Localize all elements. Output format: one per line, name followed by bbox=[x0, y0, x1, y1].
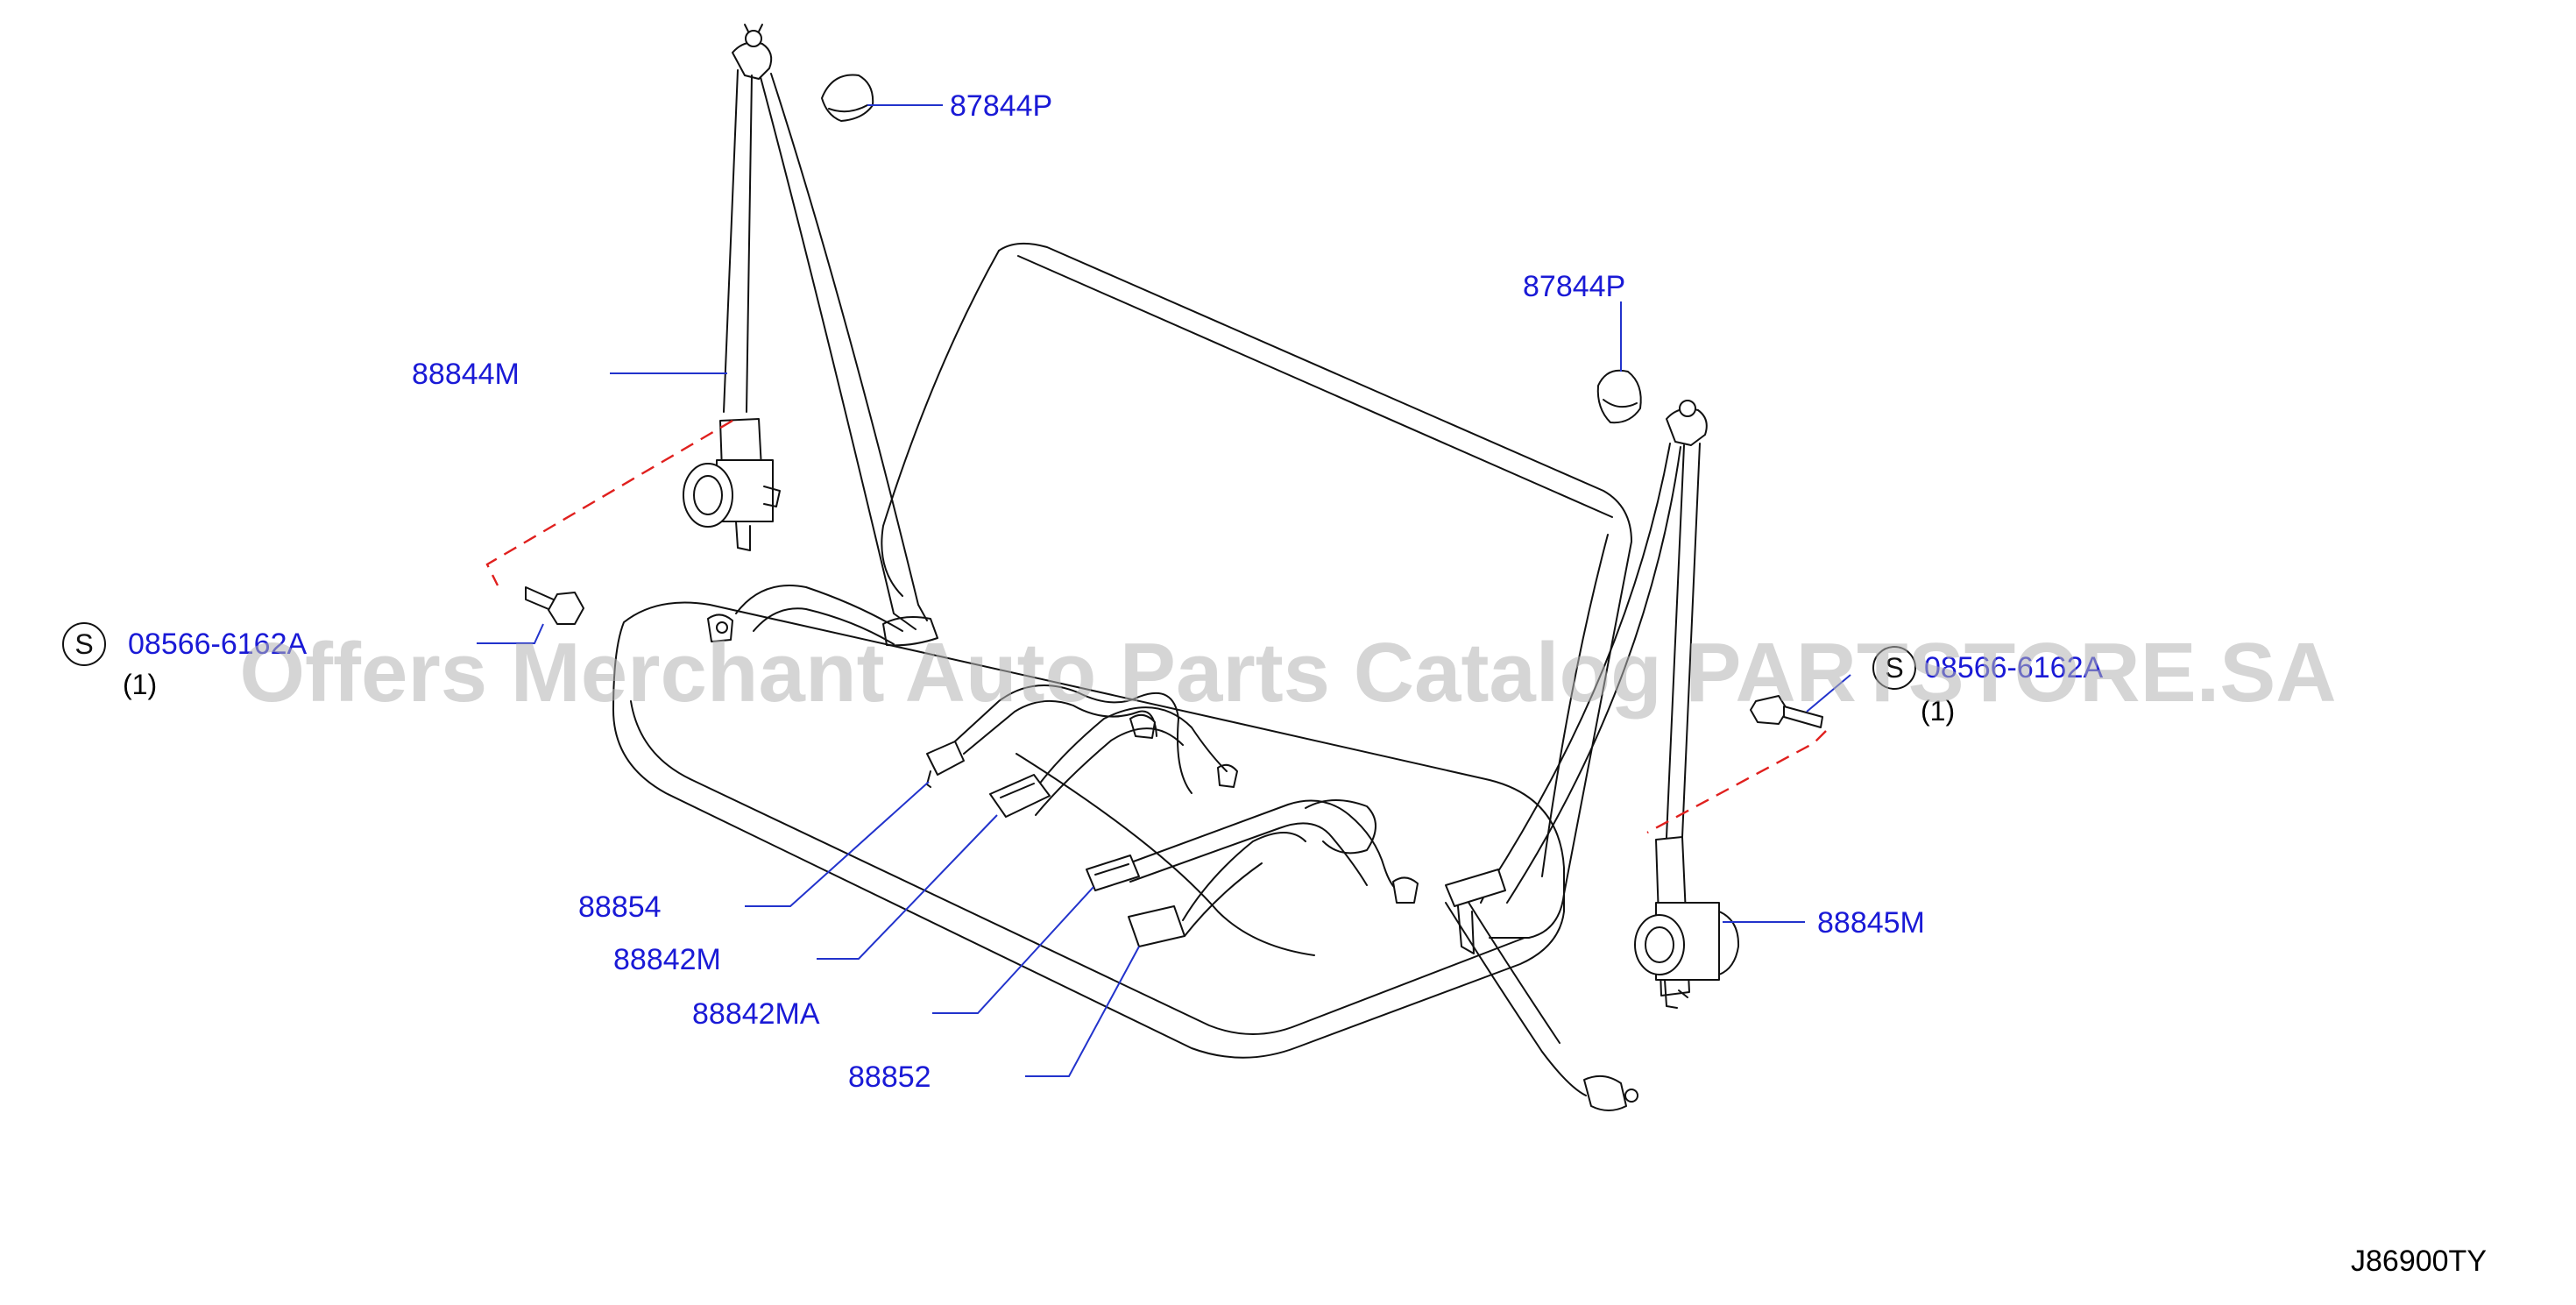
right-trim-cap-rim bbox=[1603, 399, 1638, 408]
left-trim-cap bbox=[821, 74, 874, 122]
part-label-cap-right[interactable]: 87844P bbox=[1523, 270, 1625, 303]
part-label-belt-left[interactable]: 88844M bbox=[412, 358, 520, 391]
left-mount-bolt bbox=[525, 586, 584, 625]
part-label-buckle-88842m[interactable]: 88842M bbox=[613, 943, 721, 976]
part-label-buckle-88842ma[interactable]: 88842MA bbox=[692, 997, 820, 1031]
seat-back-crease bbox=[1541, 534, 1609, 877]
right-trim-cap bbox=[1596, 369, 1642, 424]
right-retractor-spool-inner bbox=[1645, 926, 1674, 963]
right-guide-bracket bbox=[1457, 905, 1475, 954]
left-webbing-strap-a bbox=[723, 69, 753, 413]
leader-88854 bbox=[745, 781, 930, 907]
seat-back-outline bbox=[998, 242, 1632, 939]
buckle-88842ma-loop bbox=[1305, 798, 1376, 855]
buckle-88842ma-end bbox=[1392, 876, 1419, 904]
center-belt-straps bbox=[707, 585, 1419, 947]
seat-back-left-edge bbox=[881, 250, 1000, 597]
diagram-reference-code: J86900TY bbox=[2351, 1245, 2487, 1278]
left-upper-anchor bbox=[732, 41, 773, 80]
right-lower-anchor-bolt bbox=[1624, 1089, 1638, 1103]
buckle-88842ma-slot bbox=[1094, 863, 1129, 876]
center-buckle-anchor-right bbox=[1217, 763, 1238, 788]
right-seat-belt-assembly bbox=[1445, 400, 1740, 1111]
part-label-bolt-right[interactable]: 08566-6162A bbox=[1924, 651, 2104, 684]
special-part-symbol-left: S bbox=[62, 622, 106, 666]
qty-label-bolt-right: (1) bbox=[1921, 695, 1955, 727]
center-buckle-strap bbox=[945, 684, 1192, 794]
buckle-88842ma-strap bbox=[1121, 799, 1407, 895]
tongue-88854-tip bbox=[926, 770, 931, 788]
right-webbing-strap-a bbox=[1664, 443, 1701, 877]
s-symbol-letter-right: S bbox=[1885, 652, 1903, 684]
right-lower-anchor bbox=[1583, 1074, 1627, 1111]
buckle-88842ma bbox=[1086, 855, 1140, 891]
leader-88842m bbox=[817, 814, 998, 960]
left-anchor-bolt-head bbox=[745, 30, 762, 47]
right-retractor-spool bbox=[1634, 914, 1685, 975]
part-label-belt-right[interactable]: 88845M bbox=[1817, 906, 1925, 940]
seat-cushion-outline bbox=[612, 601, 1565, 1059]
rear-seat-drawing bbox=[612, 242, 1632, 1059]
left-anchor-bolt-shaft bbox=[744, 24, 763, 32]
left-retractor-mount bbox=[735, 486, 781, 551]
left-webbing-strap-b bbox=[760, 73, 928, 630]
left-buckle-anchor bbox=[707, 613, 733, 642]
right-retractor-mount bbox=[1664, 911, 1740, 1009]
right-guide-plate bbox=[1445, 869, 1506, 907]
right-webbing-strap-b bbox=[1480, 443, 1681, 904]
s-symbol-letter-left: S bbox=[74, 628, 93, 660]
buckle-88852-strap bbox=[1182, 832, 1306, 937]
tongue-88854 bbox=[926, 741, 965, 776]
right-mount-bolt bbox=[1750, 695, 1823, 728]
buckle-88842m bbox=[989, 774, 1051, 818]
part-label-buckle-88852[interactable]: 88852 bbox=[848, 1060, 931, 1094]
qty-label-bolt-left: (1) bbox=[123, 669, 157, 700]
part-label-bolt-left[interactable]: 08566-6162A bbox=[128, 628, 308, 661]
left-buckle-strap bbox=[735, 585, 903, 645]
left-retractor-spool-inner bbox=[693, 475, 723, 515]
s-symbol-circle-left bbox=[62, 622, 106, 666]
right-upper-anchor bbox=[1666, 408, 1708, 446]
left-bolt-alignment-line bbox=[485, 419, 733, 586]
buckle-88852 bbox=[1128, 905, 1185, 947]
left-seat-belt-assembly bbox=[683, 24, 938, 647]
left-lower-strap-loop bbox=[882, 616, 938, 647]
special-part-symbol-right: S bbox=[1872, 646, 1916, 690]
seat-cushion-front-bead bbox=[630, 700, 1525, 1035]
leader-88852 bbox=[1025, 946, 1140, 1077]
callout-labels: 87844P 87844P 88844M 88845M 08566-6162A … bbox=[128, 89, 2104, 1094]
leader-bolt-left bbox=[477, 623, 544, 644]
part-label-cap-left[interactable]: 87844P bbox=[950, 89, 1052, 123]
leader-88842ma bbox=[932, 886, 1094, 1014]
seat-cushion-seam bbox=[1016, 753, 1315, 956]
leader-bolt-right bbox=[1806, 674, 1851, 713]
center-buckle-bolt bbox=[1129, 713, 1156, 739]
seat-back-top-edge bbox=[1017, 255, 1613, 518]
part-label-buckle-88854[interactable]: 88854 bbox=[578, 890, 662, 924]
right-anchor-bolt-head bbox=[1679, 400, 1696, 417]
leader-lines bbox=[477, 104, 1851, 1077]
left-trim-cap-rim bbox=[828, 104, 868, 113]
right-bolt-alignment-line bbox=[1646, 730, 1827, 834]
center-buckle-webbing-right bbox=[1026, 706, 1228, 816]
watermark-text: Offers Merchant Auto Parts Catalog PARTS… bbox=[239, 626, 2336, 720]
left-retractor-spool bbox=[683, 463, 733, 528]
right-lower-belt bbox=[1445, 893, 1587, 1096]
buckle-88842m-slot bbox=[1000, 783, 1035, 798]
s-symbol-circle-right bbox=[1872, 646, 1916, 690]
left-buckle-anchor-bolt bbox=[716, 621, 728, 634]
